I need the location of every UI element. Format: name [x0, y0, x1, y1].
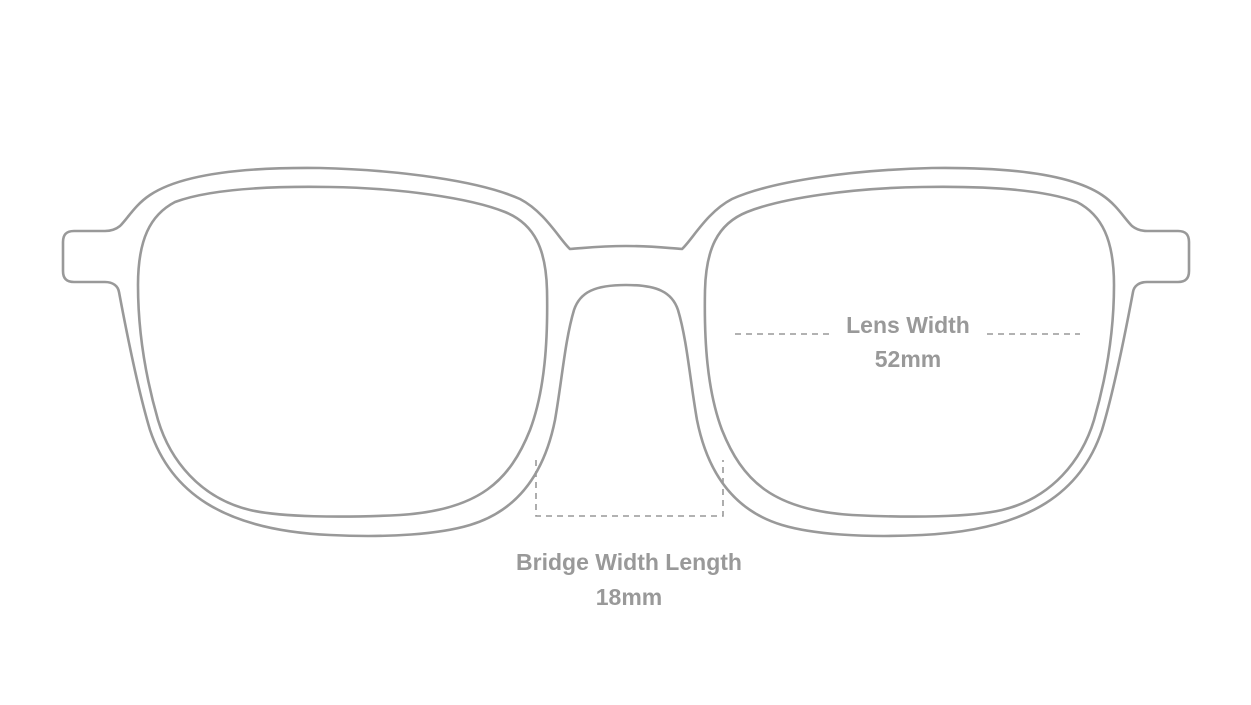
left-lens-inner: [136, 185, 549, 518]
lens-width-label: Lens Width: [846, 312, 970, 338]
bridge-width-label: Bridge Width Length: [516, 549, 742, 575]
right-lens-inner: [703, 185, 1116, 518]
bridge-width-value: 18mm: [595, 584, 663, 610]
lens-width-value: 52mm: [874, 346, 942, 372]
bridge-width-guide: [535, 460, 724, 517]
frame-outer-outline: [61, 166, 1191, 538]
